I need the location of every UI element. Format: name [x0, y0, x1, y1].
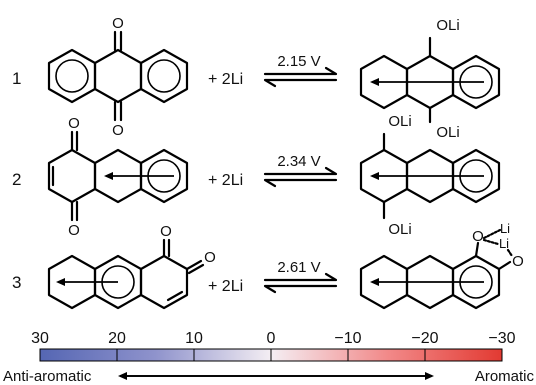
- scale-tick-label: −30: [488, 330, 515, 347]
- olithium-label: OLi: [436, 17, 459, 34]
- oxygen-label: O: [160, 223, 172, 240]
- voltage-label: 2.61 V: [277, 259, 320, 276]
- equilibrium-arrow: [263, 166, 338, 188]
- voltage-label: 2.34 V: [277, 153, 320, 170]
- anthraquinone-reactant: O O: [47, 15, 189, 139]
- reaction-3: 3 O O + 2Li 2.61 V: [12, 221, 524, 310]
- ring-right: [139, 148, 189, 204]
- oxygen-label: O: [112, 122, 124, 139]
- reaction-2: 2 O O + 2Li 2.34 V: [12, 113, 501, 239]
- equilibrium-arrow: [263, 272, 338, 294]
- lithium-label: Li: [499, 236, 509, 251]
- ring-right: [139, 48, 189, 104]
- ring-quinone: [47, 148, 97, 204]
- olithium-label: OLi: [436, 124, 459, 141]
- oxygen-label: O: [68, 222, 80, 239]
- anthracene-dilithium-product: OLi OLi: [359, 113, 501, 238]
- reaction-number: 3: [12, 273, 21, 292]
- ring-quinone: [139, 254, 189, 310]
- scale-tick-label: −20: [411, 330, 438, 347]
- lithium-label: Li: [500, 221, 510, 236]
- phenanthrene-dilithium-product: O Li Li O: [359, 221, 524, 310]
- ring-middle: [93, 48, 143, 104]
- scale-tick-label: 0: [267, 330, 276, 347]
- reagent-label: + 2Li: [208, 71, 243, 88]
- scale-tick-label: 20: [108, 330, 126, 347]
- anthracene-dilithium-product: OLi OLi: [359, 17, 501, 141]
- aromatic-circle: [147, 59, 181, 93]
- reaction-number: 1: [12, 69, 21, 88]
- ortho-quinone-reactant: O O: [47, 223, 216, 310]
- aromaticity-scale: 30 20 10 0 −10 −20 −30 Anti-aromatic Aromatic: [3, 330, 534, 385]
- olithium-label: OLi: [388, 221, 411, 238]
- reaction-number: 2: [12, 170, 21, 189]
- aromatic-circle: [55, 59, 89, 93]
- oxygen-label: O: [512, 253, 524, 270]
- anti-aromatic-label: Anti-aromatic: [3, 368, 92, 385]
- voltage-label: 2.15 V: [277, 53, 320, 70]
- reaction-1: 1 O O + 2Li 2.15 V OLi OLi: [12, 15, 501, 141]
- oxygen-label: O: [68, 115, 80, 132]
- scale-tick-labels: 30 20 10 0 −10 −20 −30: [31, 330, 516, 347]
- ring-right: [451, 54, 501, 110]
- scale-tick-label: −10: [334, 330, 361, 347]
- scale-tick-marks: [39, 349, 503, 361]
- scale-tick-label: 30: [31, 330, 49, 347]
- oxygen-label: O: [112, 15, 124, 32]
- oxygen-label: O: [472, 228, 484, 245]
- equilibrium-arrow: [263, 66, 338, 88]
- reagent-label: + 2Li: [208, 172, 243, 189]
- olithium-label: OLi: [388, 113, 411, 130]
- naphthoquinone-reactant: O O: [47, 115, 189, 239]
- ring-right: [451, 148, 501, 204]
- oxygen-label: O: [204, 249, 216, 266]
- scale-tick-label: 10: [185, 330, 203, 347]
- aromatic-label: Aromatic: [475, 368, 535, 385]
- reagent-label: + 2Li: [208, 278, 243, 295]
